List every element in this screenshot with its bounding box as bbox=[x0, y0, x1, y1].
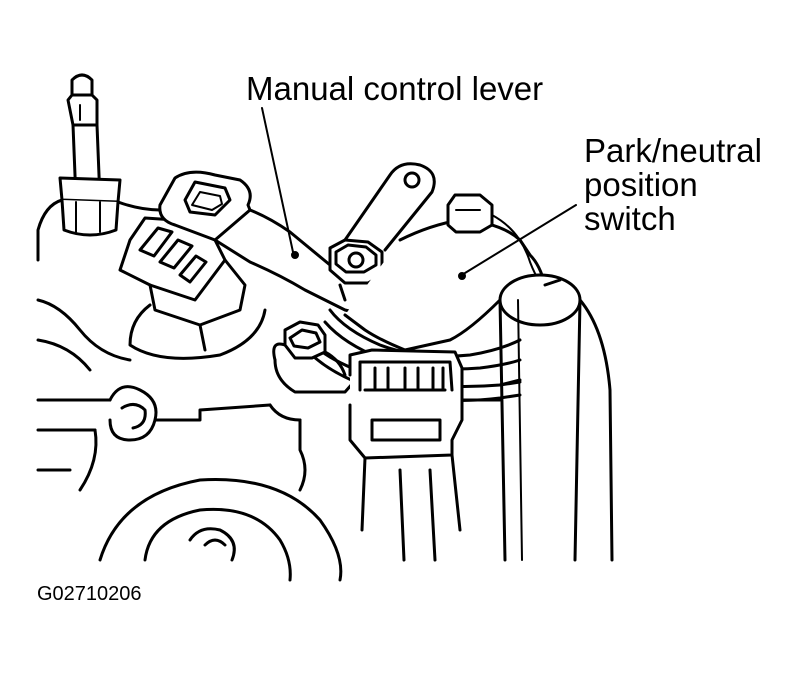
leader-manual-lever bbox=[262, 108, 293, 252]
lower-bolt bbox=[274, 322, 360, 392]
leader-park-switch bbox=[465, 205, 576, 273]
lever-nut bbox=[330, 240, 382, 300]
left-connector bbox=[120, 218, 265, 358]
lever-upper-arm bbox=[345, 164, 434, 250]
case-right bbox=[270, 280, 612, 560]
case-left bbox=[38, 200, 270, 490]
figure-code: G02710206 bbox=[37, 583, 142, 605]
park-neutral-label-line-2: position bbox=[584, 166, 698, 203]
park-neutral-switch-label: Park/neutral position switch bbox=[584, 134, 762, 236]
circular-housing bbox=[100, 480, 341, 581]
right-tube bbox=[500, 275, 580, 560]
shaft-stud bbox=[60, 75, 120, 235]
switch-connector bbox=[350, 350, 462, 560]
manual-control-lever-label: Manual control lever bbox=[246, 70, 544, 107]
park-neutral-label-line-1: Park/neutral bbox=[584, 132, 762, 169]
park-neutral-label-line-3: switch bbox=[584, 200, 676, 237]
